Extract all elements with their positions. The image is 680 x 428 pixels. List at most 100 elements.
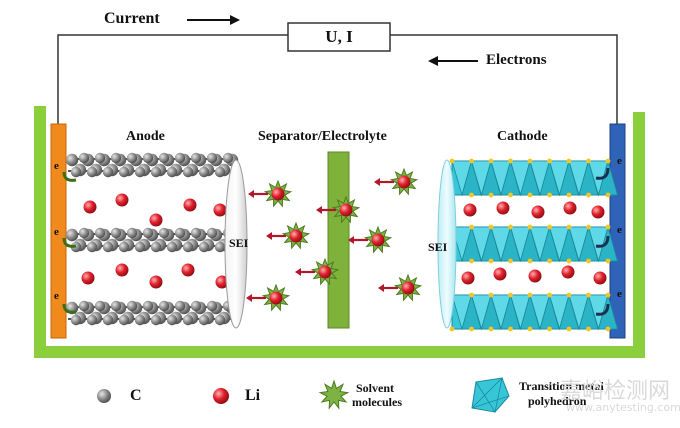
cathode-label: Cathode xyxy=(497,129,548,144)
oxygen-dot xyxy=(527,192,533,198)
electron-arrow xyxy=(595,235,610,248)
graphite-layer xyxy=(65,300,239,326)
legend-carbon-label: C xyxy=(130,387,142,404)
anode-label: Anode xyxy=(126,129,165,144)
lithium-ions xyxy=(81,193,607,289)
carbon-atom xyxy=(118,166,130,178)
lithium-ion xyxy=(528,269,542,283)
carbon-atom xyxy=(78,152,90,164)
anode-current-collector xyxy=(50,123,67,339)
oxygen-dot xyxy=(605,292,611,298)
carbon-atom xyxy=(86,166,98,178)
carbon-atom xyxy=(110,300,122,312)
carbon-atom xyxy=(158,227,170,239)
solvated-ion xyxy=(246,283,291,312)
anode-graphite-layers xyxy=(65,152,239,326)
lithium-ion xyxy=(593,271,607,285)
migration-arrowhead xyxy=(266,232,272,240)
lithium-ion xyxy=(213,203,227,217)
solvated-ion xyxy=(374,167,419,196)
oxygen-dot xyxy=(527,258,533,264)
electron-symbol: e xyxy=(54,226,59,238)
oxygen-dot xyxy=(508,158,513,164)
electron-symbol: e xyxy=(54,160,59,172)
legend-tm-label-1: Transition metal xyxy=(519,379,604,393)
sei-anode-label: SEI xyxy=(229,236,249,250)
electron-arrow xyxy=(62,237,77,248)
oxygen-dot xyxy=(547,326,552,332)
oxygen-dot xyxy=(566,292,572,298)
oxygen-dot xyxy=(469,258,474,264)
lithium-ion xyxy=(463,203,477,217)
oxygen-dot xyxy=(566,258,572,264)
lithium-ion xyxy=(83,200,97,214)
cell-container xyxy=(34,106,645,358)
oxygen-dot xyxy=(527,158,533,164)
solvated-ion xyxy=(316,195,361,224)
oxygen-dot xyxy=(508,224,513,230)
carbon-atom xyxy=(110,227,122,239)
carbon-atom xyxy=(102,314,114,326)
electrons-label: Electrons xyxy=(486,52,547,68)
legend-symbols xyxy=(97,376,510,414)
carbon-atom xyxy=(70,166,82,178)
migration-arrowhead xyxy=(246,294,252,302)
carbon-atom xyxy=(94,152,106,164)
carbon-atom xyxy=(182,166,194,178)
oxygen-dot xyxy=(605,158,611,164)
oxygen-dot xyxy=(605,258,611,264)
solvated-ion xyxy=(266,221,311,250)
carbon-atom xyxy=(118,314,130,326)
oxygen-dot xyxy=(547,158,552,164)
carbon-atom xyxy=(174,152,186,164)
lithium-ion xyxy=(339,203,353,217)
current-label: Current xyxy=(104,10,160,27)
legend-tm-label-2: polyhedron xyxy=(528,394,587,408)
carbon-atom xyxy=(190,152,202,164)
electron-symbol: e xyxy=(617,155,622,167)
circuit-wire-right xyxy=(390,34,618,124)
carbon-atom xyxy=(142,152,154,164)
oxygen-dot xyxy=(488,192,494,198)
cathode-current-collector xyxy=(609,123,626,339)
lithium-ion xyxy=(115,263,129,277)
migration-arrowhead xyxy=(248,190,254,198)
lithium-ion xyxy=(269,291,283,305)
lithium-ion xyxy=(215,275,229,289)
lithium-ion xyxy=(561,265,575,279)
carbon-atom xyxy=(102,241,114,253)
electron-symbol: e xyxy=(54,290,59,302)
oxygen-dot xyxy=(547,192,552,198)
lithium-ion xyxy=(289,229,303,243)
solvated-lithium-ions xyxy=(246,167,423,312)
oxygen-dot xyxy=(566,158,572,164)
carbon-atom xyxy=(198,241,210,253)
oxygen-dot xyxy=(547,224,552,230)
oxygen-dot xyxy=(605,192,611,198)
lithium-ion xyxy=(493,267,507,281)
oxygen-dot xyxy=(488,258,494,264)
carbon-atom xyxy=(70,314,82,326)
carbon-atom xyxy=(142,300,154,312)
current-arrow xyxy=(187,15,240,25)
polyhedra-layer xyxy=(449,224,619,264)
carbon-atom xyxy=(65,228,79,242)
legend-lithium-label: Li xyxy=(245,387,261,404)
carbon-atom xyxy=(150,314,162,326)
electron-arrow xyxy=(62,171,77,182)
legend-solvent-icon xyxy=(318,379,350,410)
oxygen-dot xyxy=(508,192,513,198)
carbon-atom xyxy=(94,300,106,312)
oxygen-dot xyxy=(469,326,474,332)
lithium-ion xyxy=(591,205,605,219)
migration-arrowhead xyxy=(374,178,380,186)
carbon-atom xyxy=(110,152,122,164)
watermark-cn: 嘉峪检测网 xyxy=(560,379,671,404)
carbon-atom xyxy=(198,314,210,326)
carbon-atom xyxy=(214,314,226,326)
oxygen-dot xyxy=(586,158,591,164)
oxygen-dot xyxy=(469,224,474,230)
oxygen-dot xyxy=(488,224,494,230)
solvated-ion xyxy=(295,257,340,286)
oxygen-dot xyxy=(469,158,474,164)
